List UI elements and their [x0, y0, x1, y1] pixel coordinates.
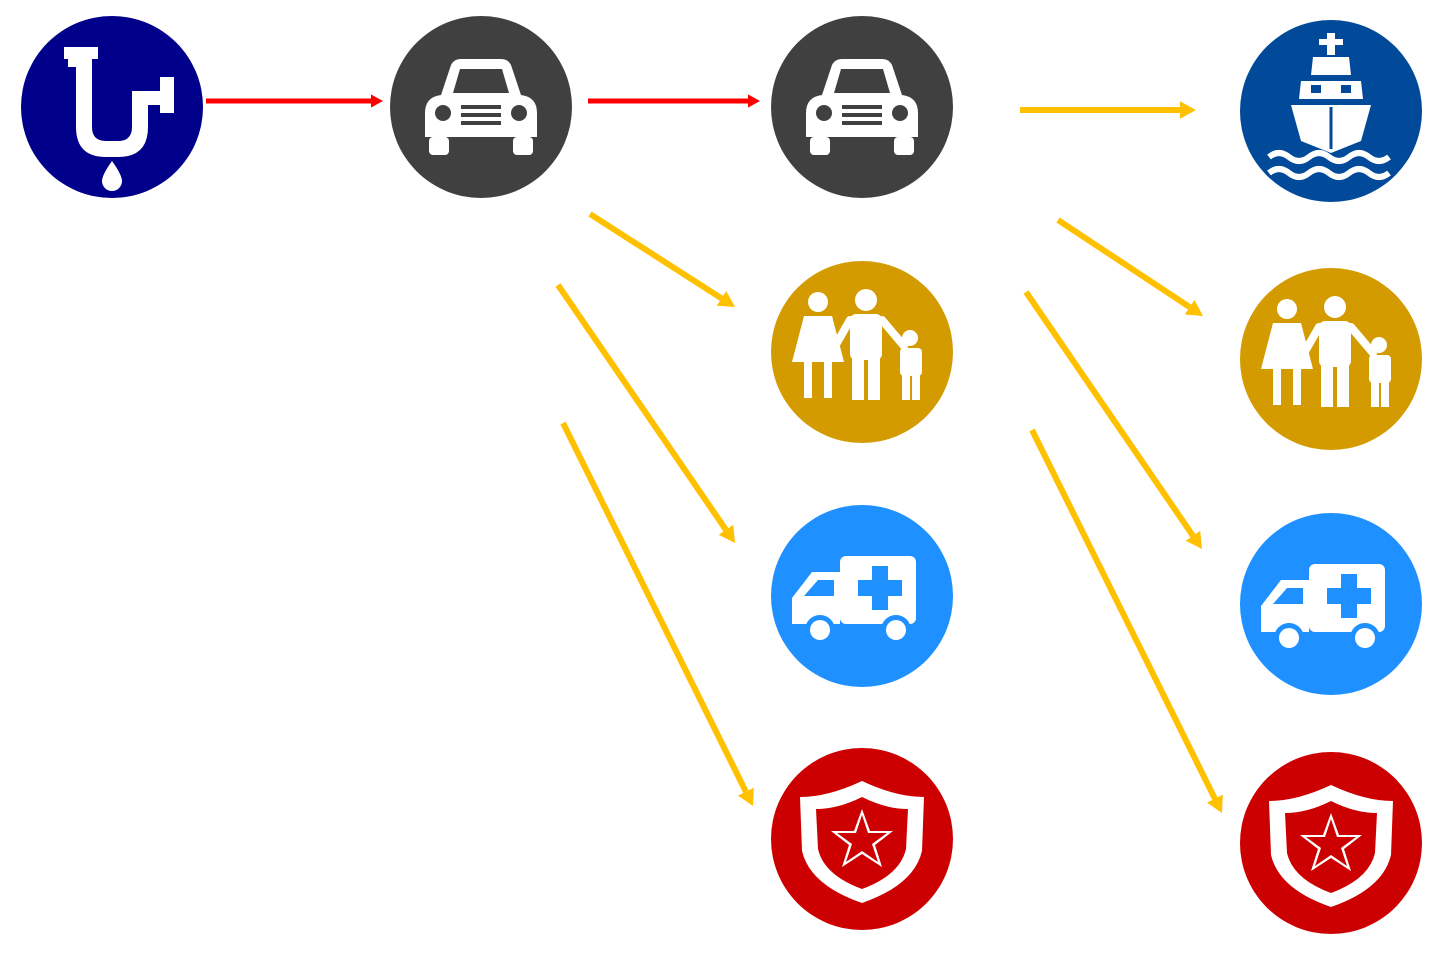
node-police-2: [1240, 752, 1422, 934]
edge-arrow-traffic-2-to-population-2: [1056, 217, 1203, 316]
edge-arrow-water-main-to-traffic-1: [206, 94, 383, 108]
node-population-2: [1240, 268, 1422, 450]
node-population-1: [771, 261, 953, 443]
nodes-layer: [21, 16, 1422, 934]
edge-arrow-traffic-2-to-medical-2: [1023, 290, 1202, 549]
node-circle: [21, 16, 203, 198]
node-traffic-1: [390, 16, 572, 198]
node-traffic-2: [771, 16, 953, 198]
node-medical-2: [1240, 513, 1422, 695]
edge-arrow-traffic-1-to-population-1: [588, 211, 735, 307]
edges-layer: [206, 94, 1223, 813]
node-police-1: [771, 748, 953, 930]
node-shipping: [1240, 20, 1422, 202]
node-water-main: [21, 16, 203, 198]
edge-arrow-traffic-2-to-shipping: [1020, 101, 1196, 119]
edge-arrow-traffic-1-to-traffic-2: [588, 94, 760, 108]
edge-arrow-traffic-2-to-police-2: [1029, 428, 1223, 813]
node-medical-1: [771, 505, 953, 687]
edge-arrow-traffic-1-to-police-1: [560, 421, 754, 806]
edge-arrow-traffic-1-to-medical-1: [555, 283, 735, 543]
